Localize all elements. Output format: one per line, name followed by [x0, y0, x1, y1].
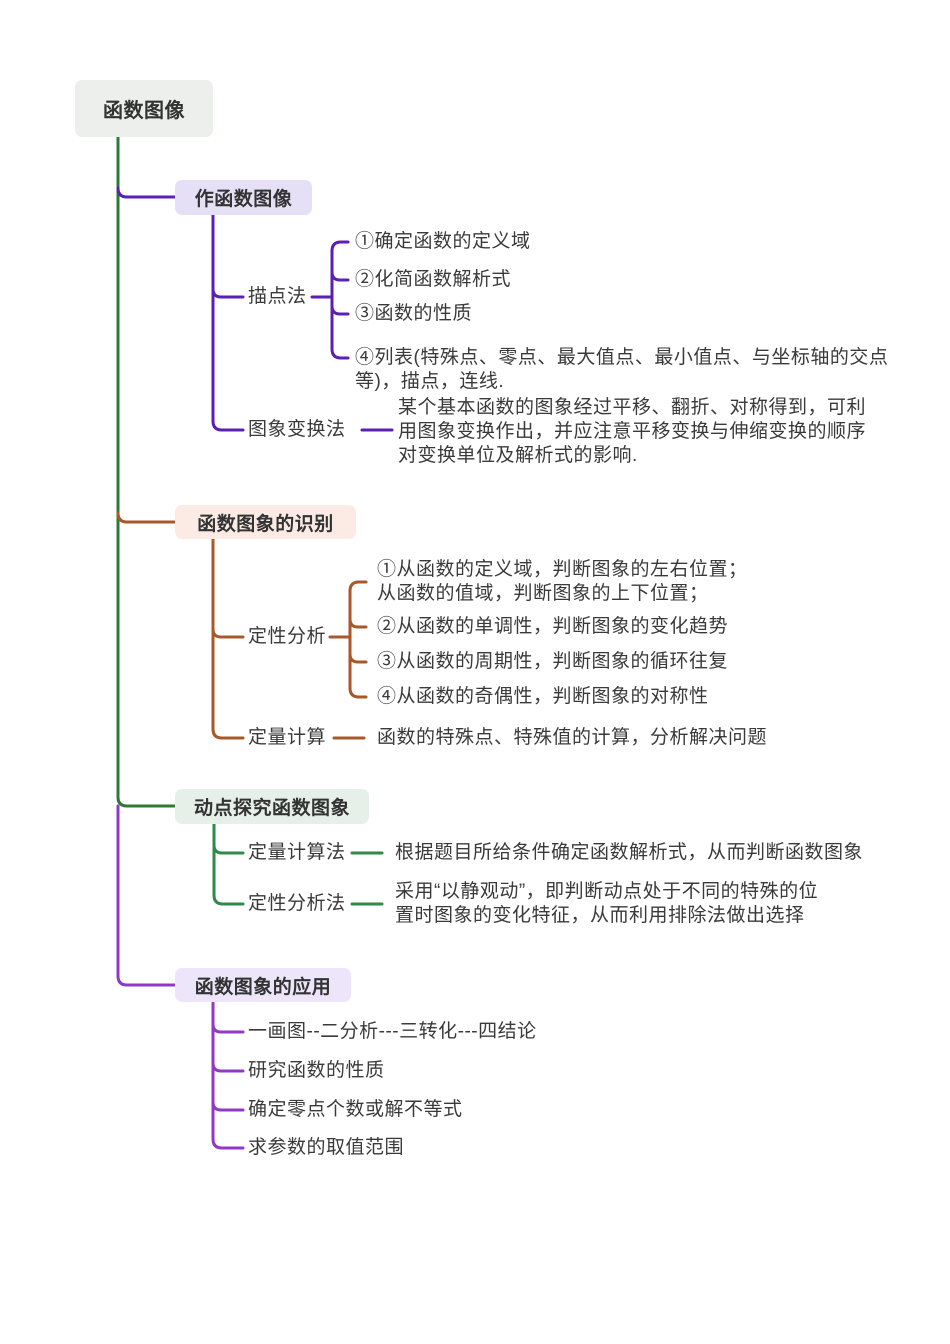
- dingxingfenxi-stub-2: [348, 617, 368, 629]
- miaodianfa-item-1: ①确定函数的定义域: [355, 231, 531, 252]
- miaodianfa-item-3: ③函数的性质: [355, 303, 473, 324]
- label-dingxingfenxifa: 定性分析法: [248, 893, 346, 914]
- dingxingfenxi-item-3: ③从函数的周期性，判断图象的循环往复: [377, 651, 729, 672]
- branch1-subtrunk: [211, 213, 245, 432]
- dingxingfenxi-stub-3: [348, 652, 368, 664]
- label-dingxingfenxi: 定性分析: [248, 626, 327, 647]
- miaodianfa-bracket: [330, 240, 350, 360]
- dingxingfenxi-item-4: ④从函数的奇偶性，判断图象的对称性: [377, 686, 709, 707]
- branch4-hook-2: [211, 1061, 245, 1073]
- branch-node-tuxiang-yingyong: 函数图象的应用: [175, 968, 351, 1002]
- root-node: 函数图像: [75, 80, 213, 137]
- label-dingliangjisuanfa: 定量计算法: [248, 842, 346, 863]
- dingliangjisuanfa-note: 根据题目所给条件确定函数解析式，从而判断函数图象: [395, 842, 864, 863]
- miaodianfa-stub-2: [330, 270, 350, 282]
- miaodianfa-item-2: ②化简函数解析式: [355, 269, 512, 290]
- yingyong-item-4: 求参数的取值范围: [248, 1137, 405, 1158]
- trunk-line-violet: [116, 804, 177, 987]
- label-tuxiangbianhuanfa: 图象变换法: [248, 419, 346, 440]
- dingliangjisuan-note: 函数的特殊点、特殊值的计算，分析解决问题: [377, 727, 768, 748]
- dingxingfenxi-bracket: [348, 580, 368, 699]
- branch4-subtrunk: [211, 1001, 245, 1150]
- label-dingliangjisuan: 定量计算: [248, 727, 327, 748]
- dingxingfenxifa-note: 采用“以静观动”，即判断动点处于不同的特殊的位 置时图象的变化特征，从而利用排除…: [395, 881, 819, 926]
- dingxingfenxi-hook: [211, 627, 245, 639]
- branch2-elbow: [116, 511, 177, 524]
- branch4-hook-1: [211, 1022, 245, 1034]
- miaodianfa-item-4: ④列表(特殊点、零点、最大值点、最小值点、与坐标轴的交点 等)，描点，连线.: [355, 347, 889, 392]
- trunk-line-green: [116, 134, 177, 808]
- miaodianfa-hook: [211, 287, 245, 299]
- branch-node-tuxiang-shibie: 函数图象的识别: [175, 505, 356, 539]
- yingyong-item-3: 确定零点个数或解不等式: [248, 1099, 463, 1120]
- miaodianfa-stub-3: [330, 304, 350, 316]
- yingyong-item-1: 一画图--二分析---三转化---四结论: [248, 1021, 537, 1042]
- dingxingfenxi-item-2: ②从函数的单调性，判断图象的变化趋势: [377, 616, 729, 637]
- branch2-subtrunk: [211, 537, 245, 740]
- branch4-hook-3: [211, 1100, 245, 1112]
- branch-node-dongdian-tanjiu: 动点探究函数图象: [175, 789, 369, 824]
- tuxiangbianhuanfa-note: 某个基本函数的图象经过平移、翻折、对称得到，可利 用图象变换作出，并应注意平移变…: [398, 397, 867, 466]
- dingxingfenxi-item-1: ①从函数的定义域，判断图象的左右位置； 从函数的值域，判断图象的上下位置；: [377, 559, 748, 604]
- branch3-subtrunk: [212, 822, 245, 906]
- yingyong-item-2: 研究函数的性质: [248, 1060, 385, 1081]
- branch1-elbow: [116, 186, 177, 199]
- branch-node-zuo-hanshu-tuxiang: 作函数图像: [175, 180, 312, 215]
- label-miaodianfa: 描点法: [248, 286, 307, 307]
- dingliangjisuanfa-hook: [212, 843, 245, 855]
